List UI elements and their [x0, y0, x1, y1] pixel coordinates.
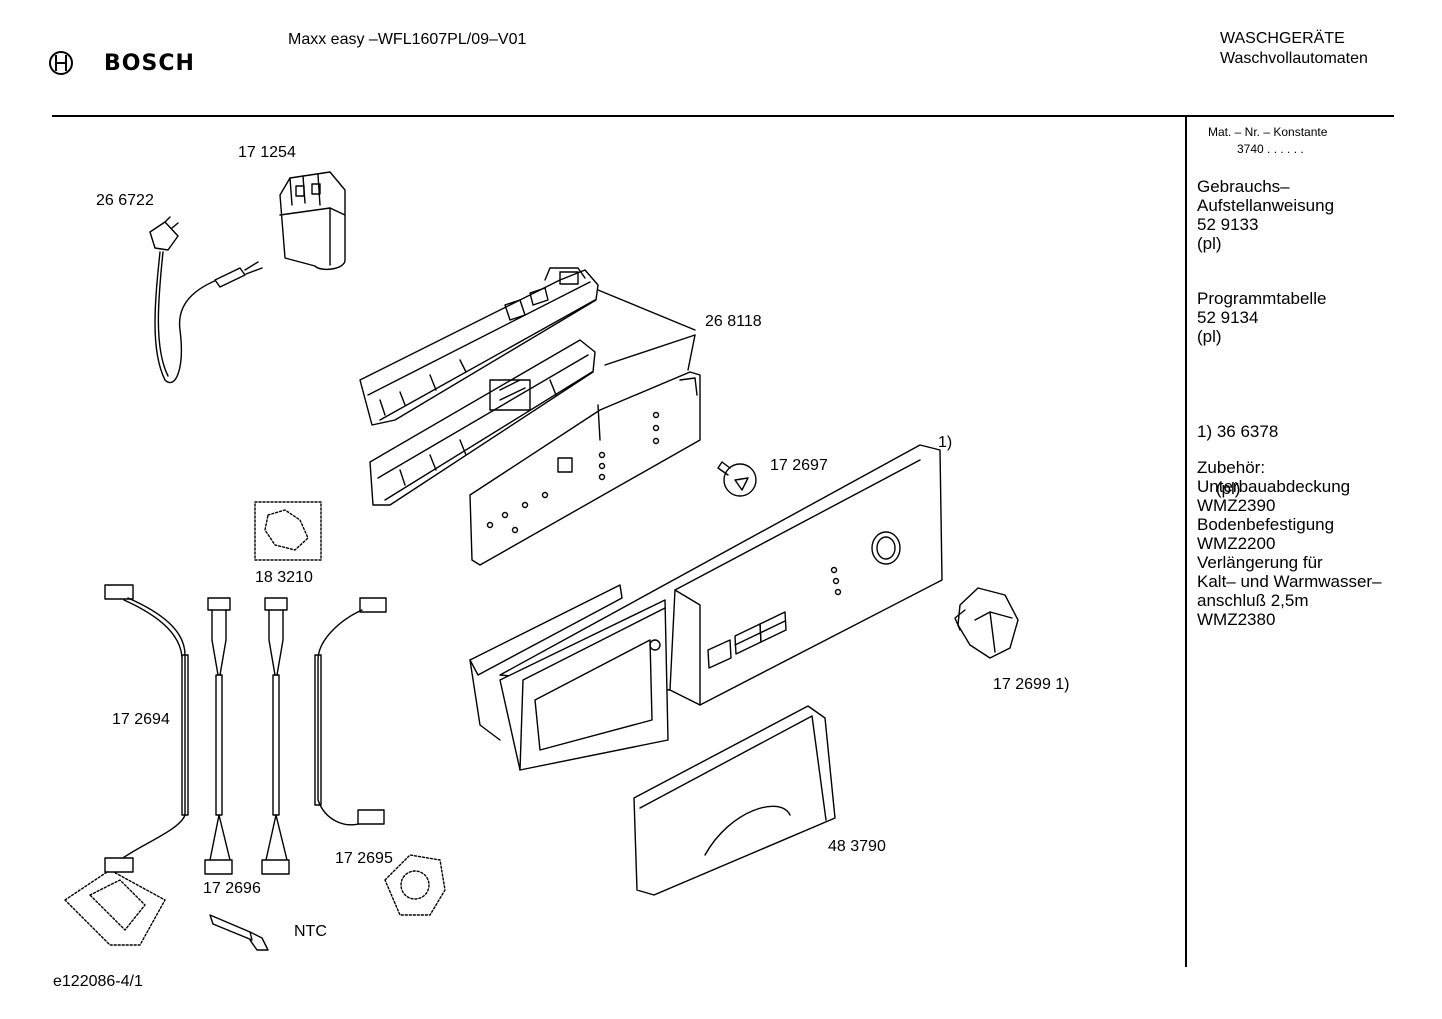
- wire-harness-172694-icon: [104, 584, 189, 873]
- pump-part-icon: [64, 869, 166, 946]
- part-label: 17 2699 1): [993, 676, 1070, 693]
- part-label: 17 2697: [770, 457, 828, 474]
- model-title: Maxx easy –WFL1607PL/09–V01: [288, 31, 527, 48]
- bosch-logo-icon: [48, 50, 74, 76]
- seal-kit-icon: [254, 501, 322, 561]
- wire-harness-172696-b-icon: [261, 597, 290, 875]
- drawing-code: e122086-4/1: [53, 973, 143, 990]
- suppressor-icon: [279, 171, 346, 271]
- category-title: WASCHGERÄTE: [1220, 30, 1345, 47]
- part-label: 26 6722: [96, 192, 154, 209]
- mat-nr-label: Mat. – Nr. – Konstante: [1208, 125, 1328, 139]
- part-label: 17 2695: [335, 850, 393, 867]
- footnote-marker: 1): [938, 434, 953, 451]
- wire-harness-172695-icon: [314, 597, 387, 826]
- sidebar-block-accessories: Zubehör: Unterbauabdeckung WMZ2390 Boden…: [1197, 458, 1382, 629]
- part-label: 17 1254: [238, 144, 296, 161]
- dispenser-flap-icon: [633, 705, 836, 896]
- subcategory-title: Waschvollautomaten: [1220, 50, 1368, 67]
- sidebar-block-footnote: 1) 36 6378 (pl): [1197, 422, 1279, 498]
- sidebar-block-program-table: Programmtabelle 52 9134 (pl): [1197, 289, 1327, 346]
- wire-harness-172696-a-icon: [204, 597, 233, 875]
- brand-name: BOSCH: [104, 51, 195, 76]
- part-label: 26 8118: [705, 313, 762, 330]
- knob-icon: [954, 587, 1019, 659]
- control-panel-icon: [469, 444, 943, 771]
- knob-axle-icon: [717, 461, 757, 497]
- pcb-board-icon: [469, 371, 701, 566]
- motor-part-icon: [384, 854, 446, 916]
- leader-line: [597, 289, 696, 331]
- sidebar-divider: [1185, 117, 1187, 967]
- leader-line: [687, 334, 696, 371]
- module-rail-upper-icon: [359, 267, 599, 426]
- power-cord-icon: [149, 216, 263, 384]
- part-label: 18 3210: [255, 569, 313, 586]
- sidebar-block-manual: Gebrauchs– Aufstellanweisung 52 9133 (pl…: [1197, 177, 1335, 253]
- leader-line: [604, 334, 696, 366]
- part-label: 17 2694: [112, 711, 170, 728]
- part-label: 17 2696: [203, 880, 261, 897]
- header-divider: [52, 115, 1394, 117]
- part-label: 48 3790: [828, 838, 886, 855]
- part-label: NTC: [294, 923, 327, 940]
- ntc-sensor-icon: [209, 914, 269, 951]
- module-rail-lower-icon: [369, 339, 596, 506]
- mat-nr-value: 3740 . . . . . .: [1237, 142, 1304, 156]
